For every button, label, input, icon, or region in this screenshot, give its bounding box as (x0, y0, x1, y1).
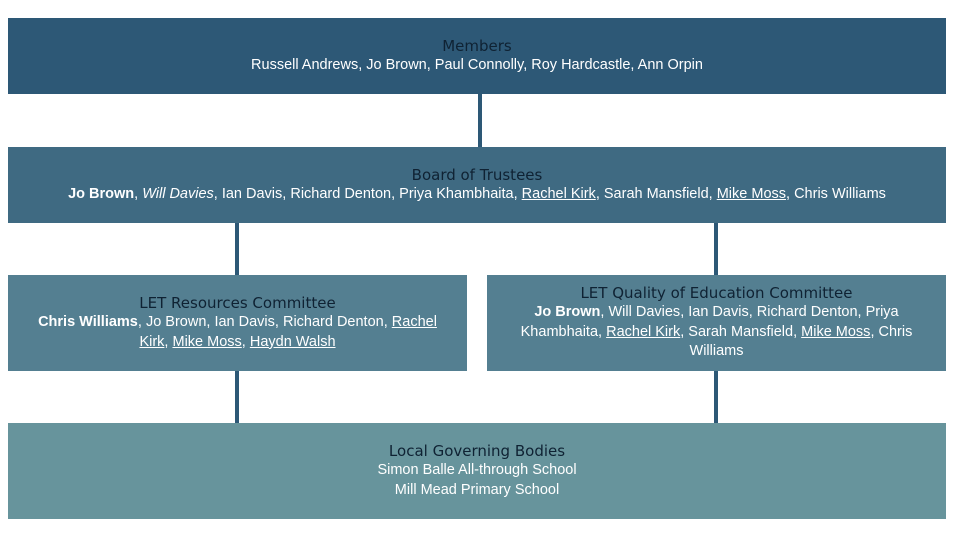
person-name: Rachel Kirk (139, 314, 437, 350)
resources-names: Chris Williams, Jo Brown, Ian Davis, Ric… (38, 314, 437, 350)
person-name: Will Davies (608, 304, 681, 321)
person-name: Jo Brown (366, 56, 427, 73)
board-of-trustees-box: Board of Trustees Jo Brown, Will Davies,… (8, 147, 946, 223)
person-name: Rachel Kirk (606, 323, 681, 340)
person-name: Russell Andrews (251, 56, 359, 73)
members-title: Members (442, 36, 512, 55)
lgb-school-1: Simon Balle All-through School (377, 462, 577, 478)
person-name: Will Davies (142, 185, 214, 202)
person-name: Ann Orpin (637, 56, 703, 73)
person-name: Sarah Mansfield (688, 323, 794, 340)
person-name: Jo Brown (145, 314, 207, 330)
connector-quality-lgb (714, 371, 718, 423)
person-name: Haydn Walsh (249, 333, 336, 350)
person-name: Richard Denton (756, 304, 858, 321)
quality-committee-box: LET Quality of Education Committee Jo Br… (487, 275, 946, 371)
person-name: Ian Davis (214, 314, 275, 330)
members-box: Members Russell Andrews, Jo Brown, Paul … (8, 18, 946, 94)
person-name: Mike Moss (172, 333, 242, 350)
person-name: Rachel Kirk (521, 185, 596, 202)
person-name: Chris Williams (794, 185, 886, 202)
person-name: Roy Hardcastle (531, 56, 631, 73)
members-names: Russell Andrews, Jo Brown, Paul Connolly… (251, 56, 703, 73)
person-name: Mike Moss (716, 185, 787, 202)
person-name: Richard Denton (290, 185, 392, 202)
connector-resources-lgb (235, 371, 239, 423)
board-names: Jo Brown, Will Davies, Ian Davis, Richar… (68, 185, 886, 202)
quality-title: LET Quality of Education Committee (580, 284, 853, 303)
lgb-school-2: Mill Mead Primary School (394, 481, 560, 498)
person-name: Priya Khambhaita (399, 185, 514, 202)
connector-members-board (478, 94, 482, 147)
board-title: Board of Trustees (411, 165, 543, 184)
person-name: Priya Khambhaita (520, 304, 899, 340)
resources-committee-box: LET Resources Committee Chris Williams, … (8, 275, 467, 371)
person-name: Richard Denton (282, 314, 384, 330)
person-name: Chris Williams (38, 314, 138, 330)
connector-board-quality (714, 223, 718, 275)
person-name: Paul Connolly (434, 56, 524, 73)
person-name: Jo Brown (68, 185, 135, 202)
resources-title: LET Resources Committee (139, 294, 336, 312)
connector-board-resources (235, 223, 239, 275)
local-governing-bodies-box: Local Governing Bodies Simon Balle All-t… (8, 423, 946, 519)
person-name: Ian Davis (221, 185, 283, 202)
person-name: Jo Brown (534, 304, 601, 321)
person-name: Sarah Mansfield (603, 185, 709, 202)
person-name: Ian Davis (688, 304, 749, 321)
lgb-title: Local Governing Bodies (388, 442, 566, 460)
person-name: Mike Moss (801, 323, 871, 340)
quality-names: Jo Brown, Will Davies, Ian Davis, Richar… (520, 304, 913, 360)
person-name: Chris Williams (689, 323, 913, 360)
